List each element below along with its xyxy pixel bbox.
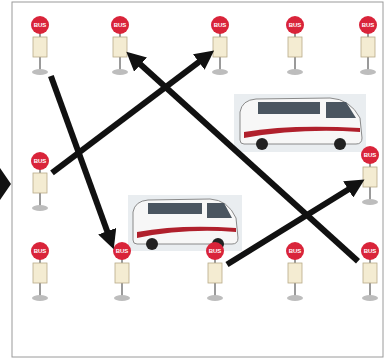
stop-disc: BUS bbox=[31, 152, 49, 170]
stop-disc: BUS bbox=[359, 16, 377, 34]
route-arrow bbox=[132, 57, 358, 261]
bus-stop: BUS bbox=[283, 242, 307, 302]
stop-sign-text: BUS bbox=[289, 248, 302, 254]
van-photo bbox=[234, 94, 366, 152]
stop-sign-text: BUS bbox=[289, 22, 302, 28]
bus-stop: BUS bbox=[28, 16, 52, 76]
stop-disc: BUS bbox=[111, 16, 129, 34]
bus-stop: BUS bbox=[358, 242, 382, 302]
bus-stop: BUS bbox=[356, 16, 380, 76]
stop-sign-text: BUS bbox=[116, 248, 129, 254]
stop-disc: BUS bbox=[31, 16, 49, 34]
bus-stop: BUS bbox=[283, 16, 307, 76]
chevron-symbol bbox=[0, 168, 11, 200]
stop-disc: BUS bbox=[211, 16, 229, 34]
bus-stop: BUS bbox=[203, 242, 227, 302]
stop-sign-text: BUS bbox=[214, 22, 227, 28]
stop-sign-text: BUS bbox=[34, 22, 47, 28]
stop-disc: BUS bbox=[286, 242, 304, 260]
route-arrow bbox=[52, 55, 208, 173]
bus-stop: BUS bbox=[208, 16, 232, 76]
stop-disc: BUS bbox=[206, 242, 224, 260]
bus-stop: BUS bbox=[358, 146, 382, 206]
stop-sign-text: BUS bbox=[364, 152, 377, 158]
bus-stop: BUS bbox=[28, 152, 52, 212]
stop-sign-text: BUS bbox=[34, 248, 47, 254]
stop-sign-text: BUS bbox=[34, 158, 47, 164]
stop-sign-text: BUS bbox=[362, 22, 375, 28]
stop-disc: BUS bbox=[31, 242, 49, 260]
stop-sign-text: BUS bbox=[364, 248, 377, 254]
van-photo bbox=[128, 195, 242, 251]
stop-disc: BUS bbox=[361, 146, 379, 164]
stop-disc: BUS bbox=[286, 16, 304, 34]
route-arrow bbox=[227, 183, 358, 264]
stop-disc: BUS bbox=[113, 242, 131, 260]
panel-frame bbox=[12, 2, 383, 357]
bus-stop: BUS bbox=[110, 242, 134, 302]
stop-disc: BUS bbox=[361, 242, 379, 260]
stop-sign-text: BUS bbox=[114, 22, 127, 28]
bus-stop: BUS bbox=[28, 242, 52, 302]
stop-sign-text: BUS bbox=[209, 248, 222, 254]
bus-stop: BUS bbox=[108, 16, 132, 76]
route-arrow bbox=[51, 76, 111, 242]
